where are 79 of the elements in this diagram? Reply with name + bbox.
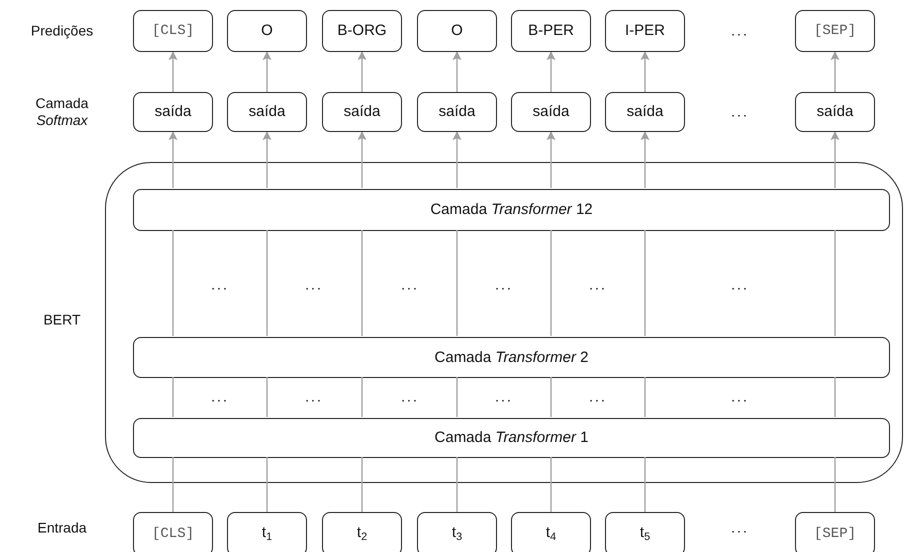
ellipsis: ... [495,276,513,294]
arrow [358,131,366,188]
arrow [168,51,178,92]
ellipsis: ... [731,520,749,536]
ellipsis: ... [731,104,749,120]
connector-line [550,230,552,336]
ellipsis: ... [305,388,323,406]
input-box: t$_{4}$ [511,512,591,552]
connector-line [361,230,363,336]
model-frame [105,162,903,483]
row-label: Entrada [37,520,87,536]
layer-box: Camada Transformer 12 [133,189,890,231]
arrow [168,131,178,188]
arrow [640,131,650,188]
prediction-box: I-PER [605,10,685,52]
arrow [830,51,840,92]
arrow [640,51,650,92]
connector-line [266,230,268,336]
prediction-box: [CLS] [133,10,213,52]
connector-line [644,230,646,336]
layer-box: Camada Transformer 2 [133,337,890,378]
connector-line [834,230,836,336]
ellipsis: ... [211,388,229,406]
connector-line [456,457,458,512]
connector-line [172,377,174,417]
prediction-box: O [227,10,307,52]
input-box: [CLS] [133,512,213,552]
arrow [262,51,272,92]
connector-line [172,457,174,512]
prediction-box: B-ORG [322,10,402,52]
ellipsis: ... [495,388,513,406]
output-box: saída [605,92,685,132]
connector-line [644,457,646,512]
output-box: saída [322,92,402,132]
ellipsis: ... [731,22,749,40]
connector-line [550,377,552,417]
connector-line [834,457,836,512]
prediction-box: B-PER [511,10,591,52]
layer-box: Camada Transformer 1 [133,418,890,458]
connector-line [266,377,268,417]
connector-line [456,377,458,417]
input-box: [SEP] [795,512,875,552]
output-box: saída [133,92,213,132]
ellipsis: ... [305,276,323,294]
arrow [262,131,272,188]
output-box: saída [795,92,875,132]
ellipsis: ... [589,276,607,294]
ellipsis: ... [589,388,607,406]
arrow [830,131,840,188]
connector-line [172,230,174,336]
input-box: t$_{3}$ [417,512,497,552]
connector-line [361,377,363,417]
connector-line [266,457,268,512]
output-box: saída [417,92,497,132]
connector-line [834,377,836,417]
connector-line [456,230,458,336]
arrow [546,131,556,188]
prediction-box: [SEP] [795,10,875,52]
ellipsis: ... [401,276,419,294]
ellipsis: ... [731,276,749,294]
row-label: Predições [30,22,94,40]
input-box: t$_{1}$ [227,512,307,552]
arrow [546,51,556,92]
arrow [358,51,366,92]
ellipsis: ... [211,276,229,294]
connector-line [550,457,552,512]
arrow [452,51,462,92]
prediction-box: O [417,10,497,52]
input-box: t$_{2}$ [322,512,402,552]
arrow [452,131,462,188]
ellipsis: ... [401,388,419,406]
row-label: BERT [43,312,81,328]
row-label: Camada Softmax [34,95,90,129]
connector-line [361,457,363,512]
input-box: t$_{5}$ [605,512,685,552]
output-box: saída [511,92,591,132]
ellipsis: ... [731,388,749,406]
output-box: saída [227,92,307,132]
connector-line [644,377,646,417]
